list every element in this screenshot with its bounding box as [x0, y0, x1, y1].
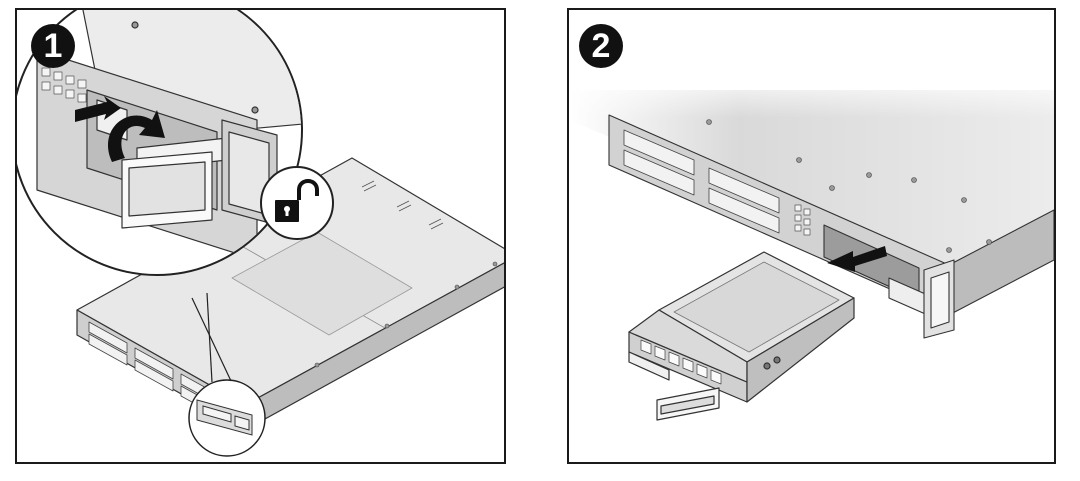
server-chassis-closeup [569, 70, 1054, 339]
step-2-illustration [569, 70, 1054, 421]
unlock-icon [260, 166, 334, 240]
rotate-arrow-icon [107, 110, 165, 162]
step-2-badge: 2 [579, 24, 623, 68]
pull-arrow-icon [827, 246, 887, 272]
step-1-badge: 1 [31, 24, 75, 68]
step-2-panel: 2 [567, 8, 1056, 464]
hard-drive [628, 251, 855, 421]
push-arrow-icon [75, 96, 121, 122]
step-1-illustration [17, 10, 504, 457]
step-1-panel: 1 [15, 8, 506, 464]
